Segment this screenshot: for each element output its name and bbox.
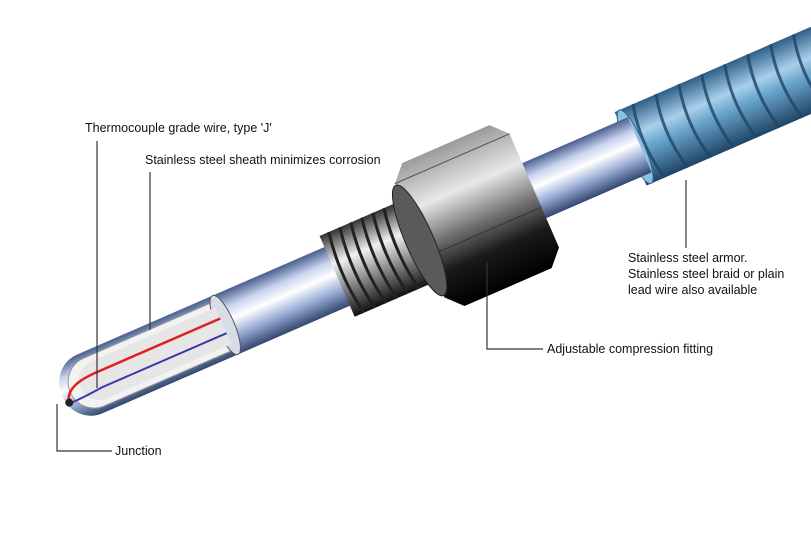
hex-nut xyxy=(392,125,560,307)
label-sheath: Stainless steel sheath minimizes corrosi… xyxy=(145,153,381,167)
tube-upper xyxy=(508,117,652,225)
label-junction: Junction xyxy=(115,444,162,458)
label-armor-1: Stainless steel armor. xyxy=(628,251,748,265)
label-armor-3: lead wire also available xyxy=(628,283,758,297)
label-armor-2: Stainless steel braid or plain xyxy=(628,267,785,281)
leader-lines xyxy=(56,141,687,452)
label-fitting: Adjustable compression fitting xyxy=(547,342,714,356)
wire-red xyxy=(67,317,221,402)
junction-point xyxy=(65,398,74,407)
label-wire: Thermocouple grade wire, type 'J' xyxy=(85,121,272,135)
sheath xyxy=(59,235,378,416)
